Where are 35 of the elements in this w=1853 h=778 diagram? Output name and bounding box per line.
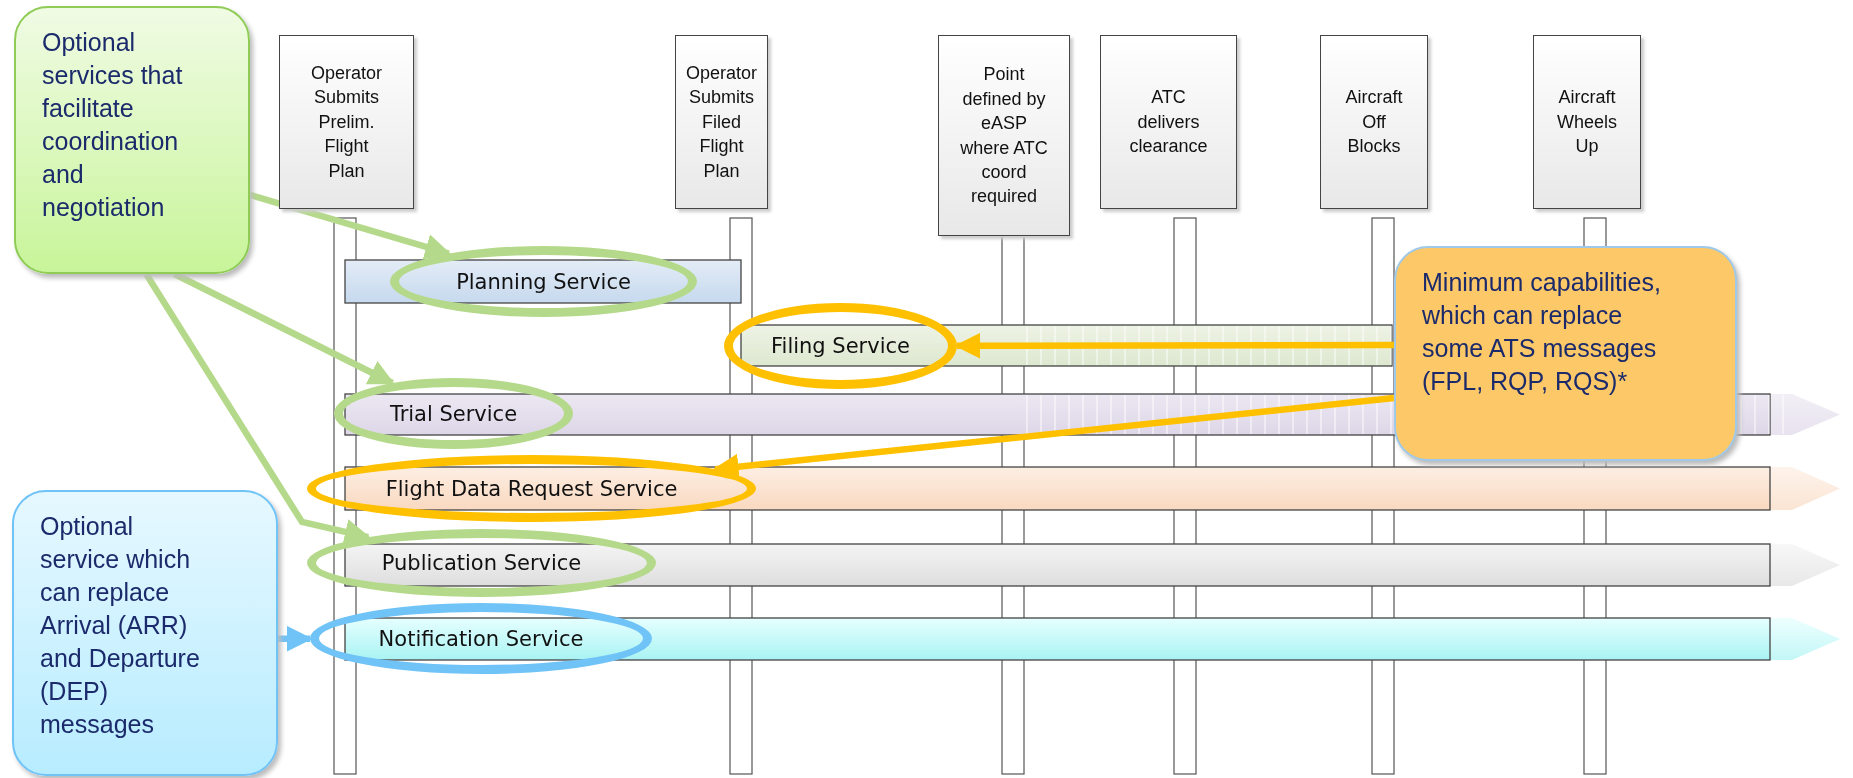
service-highlight-ellipse xyxy=(307,455,756,522)
arrow xyxy=(954,332,1394,359)
arrow xyxy=(173,271,395,386)
callout-text: Optional services that facilitate coordination and negotiation xyxy=(42,27,184,223)
milestone-label: Point defined by eASP where ATC coord required xyxy=(959,63,1049,209)
callout-text: Optional service which can replace Arrival (ARR) and Departure (DEP) messages xyxy=(40,511,201,740)
milestone-label: Operator Submits Prelim. Flight Plan xyxy=(309,61,383,183)
milestone-box xyxy=(1100,35,1237,209)
service-label: Filing Service xyxy=(771,334,910,358)
service-highlight-ellipse xyxy=(310,603,652,674)
service-label: Trial Service xyxy=(389,401,518,426)
milestone-box xyxy=(279,35,414,209)
service-label: Publication Service xyxy=(381,551,582,575)
milestone-box xyxy=(675,35,768,209)
service-highlight-ellipse xyxy=(334,378,573,449)
callout-box xyxy=(14,6,250,274)
service-label: Notification Service xyxy=(378,626,584,651)
milestone-box xyxy=(1533,35,1641,209)
service-label: Planning Service xyxy=(456,269,631,294)
arrow xyxy=(278,625,313,652)
milestone-box xyxy=(1320,35,1428,209)
callout-text: Minimum capabilities, which can replace some ATS messages (FPL, RQP, RQS)* xyxy=(1422,267,1662,397)
milestone-label: Aircraft Wheels Up xyxy=(1556,86,1618,159)
milestone-label: Aircraft Off Blocks xyxy=(1344,86,1404,159)
milestone-label: Operator Submits Filed Flight Plan xyxy=(684,61,758,183)
service-highlight-ellipse xyxy=(390,246,697,317)
service-highlight-ellipse xyxy=(724,303,957,389)
milestone-box xyxy=(938,35,1070,236)
service-highlight-ellipse xyxy=(307,529,656,597)
arrow xyxy=(143,272,371,545)
callout-box xyxy=(12,490,278,776)
milestone-label: ATC delivers clearance xyxy=(1128,86,1209,159)
callout-box xyxy=(1394,246,1737,461)
service-label: Flight Data Request Service xyxy=(385,476,678,501)
arrow xyxy=(249,191,452,260)
